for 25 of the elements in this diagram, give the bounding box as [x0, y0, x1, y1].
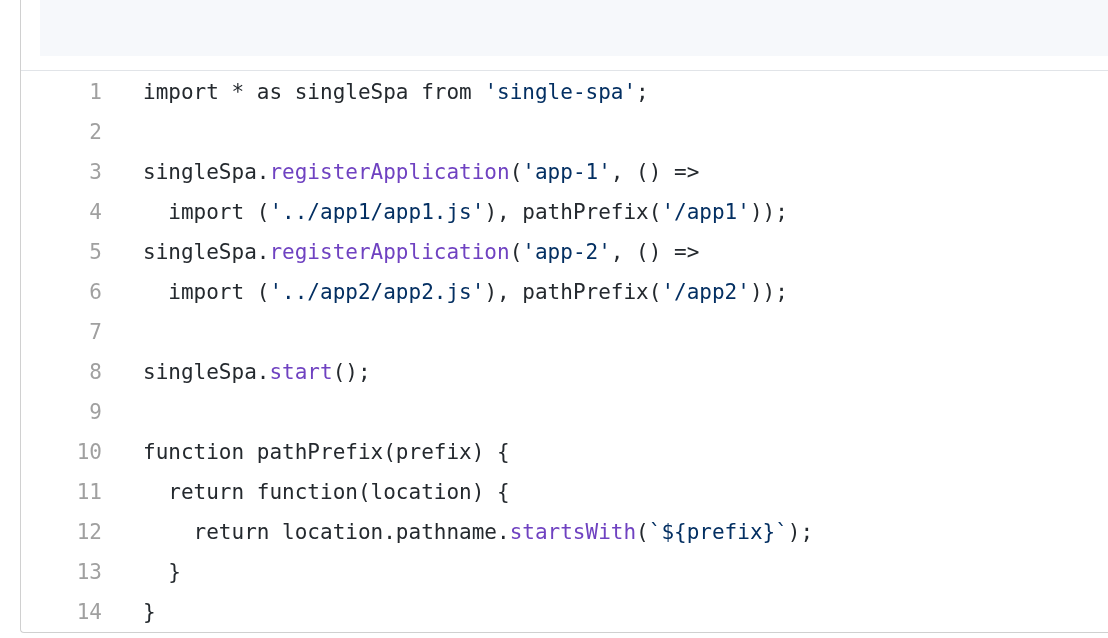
code-line: singleSpa.start();: [143, 359, 371, 386]
code-line: singleSpa.registerApplication('app-1', () =>: [143, 159, 700, 186]
line-number: 8: [88, 359, 102, 386]
line-number: 11: [75, 479, 102, 506]
line-number: 10: [75, 439, 102, 466]
line-number: 5: [88, 239, 102, 266]
line-number: 7: [88, 319, 102, 346]
line-number: 6: [88, 279, 102, 306]
code-line: import ('../app2/app2.js'), pathPrefix('/app2'));: [167, 279, 788, 306]
code-line: return function(location) {: [167, 479, 510, 506]
line-number: 3: [88, 159, 102, 186]
code-line: return location.pathname.startsWith(`${prefix}`);: [192, 519, 814, 546]
code-line: }: [143, 599, 156, 626]
code-line: singleSpa.registerApplication('app-2', () =>: [143, 239, 700, 266]
line-number: 14: [75, 599, 102, 626]
line-number: 2: [88, 119, 102, 146]
code-line: import ('../app1/app1.js'), pathPrefix('/app1'));: [167, 199, 788, 226]
line-number: 13: [75, 559, 102, 586]
line-number: 4: [88, 199, 102, 226]
line-number: 9: [88, 399, 102, 426]
line-number: 1: [88, 79, 102, 106]
code-line: function pathPrefix(prefix) {: [143, 439, 510, 466]
line-number: 12: [75, 519, 102, 546]
code-line: import * as singleSpa from 'single-spa';: [143, 79, 649, 106]
code-line: }: [167, 559, 181, 586]
